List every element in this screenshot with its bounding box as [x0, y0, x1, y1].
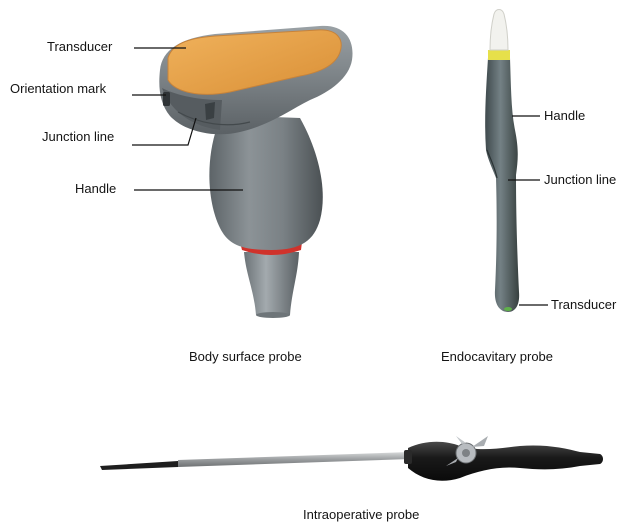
label-junction-line: Junction line: [42, 129, 114, 144]
intra-rod: [178, 452, 410, 467]
endocavitary-probe: [485, 10, 519, 313]
intraoperative-probe: [100, 436, 603, 481]
caption-endocavitary-probe: Endocavitary probe: [441, 349, 553, 364]
junction-line-marker: [205, 102, 215, 120]
probe-handle: [209, 115, 322, 250]
caption-body-surface-probe: Body surface probe: [189, 349, 302, 364]
endo-shaft: [485, 58, 519, 312]
label-orientation-mark: Orientation mark: [10, 81, 106, 96]
body-surface-probe: [159, 26, 352, 318]
endo-tip: [490, 10, 508, 51]
label-handle: Handle: [75, 181, 116, 196]
caption-intraoperative-probe: Intraoperative probe: [303, 507, 419, 522]
label-endo-handle: Handle: [544, 108, 585, 123]
label-endo-transducer: Transducer: [551, 297, 616, 312]
orientation-mark: [163, 92, 170, 106]
intra-tip: [100, 461, 178, 470]
label-transducer: Transducer: [47, 39, 112, 54]
probe-neck: [244, 252, 299, 315]
intra-handle: [408, 442, 603, 481]
label-endo-junction-line: Junction line: [544, 172, 616, 187]
